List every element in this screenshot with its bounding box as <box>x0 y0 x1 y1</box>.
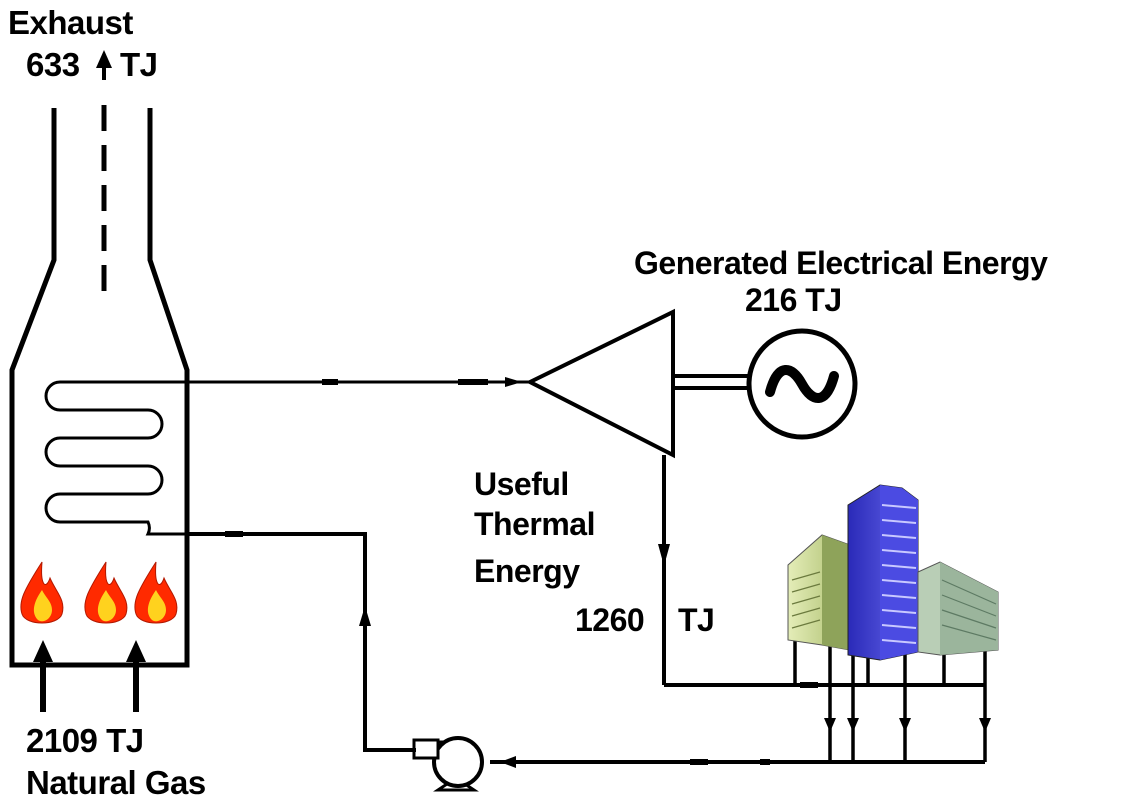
buildings-icon <box>787 484 999 661</box>
gas-label: Natural Gas <box>26 764 206 801</box>
thermal-unit: TJ <box>678 602 715 638</box>
furnace-stack <box>9 108 190 668</box>
thermal-label-line2: Thermal <box>474 506 595 542</box>
gas-input-arrows <box>33 640 146 712</box>
heat-exchanger-coil <box>44 380 187 536</box>
pump-icon <box>412 736 484 792</box>
electrical-value: 216 TJ <box>745 282 842 318</box>
exhaust-arrow-icon <box>96 50 112 68</box>
feedwater-arrow-icon <box>359 606 371 626</box>
electrical-label: Generated Electrical Energy <box>634 245 1048 281</box>
flame-icon <box>134 561 178 624</box>
exhaust-unit: TJ <box>120 46 158 83</box>
gas-value: 2109 TJ <box>26 722 144 759</box>
thermal-label-line3: Energy <box>474 553 580 589</box>
generator-icon <box>746 328 858 440</box>
return-arrows <box>824 718 991 732</box>
building-pipes <box>793 640 987 762</box>
exhaust-value: 633 <box>26 46 80 83</box>
feedwater-line <box>187 532 416 752</box>
thermal-arrow-icon <box>658 544 670 566</box>
exhaust-label: Exhaust <box>8 4 133 41</box>
flame-icon <box>84 561 128 624</box>
turbine-icon <box>525 308 675 459</box>
thermal-value: 1260 <box>575 602 645 638</box>
thermal-label-line1: Useful <box>474 466 569 502</box>
flame-icon <box>20 561 64 624</box>
